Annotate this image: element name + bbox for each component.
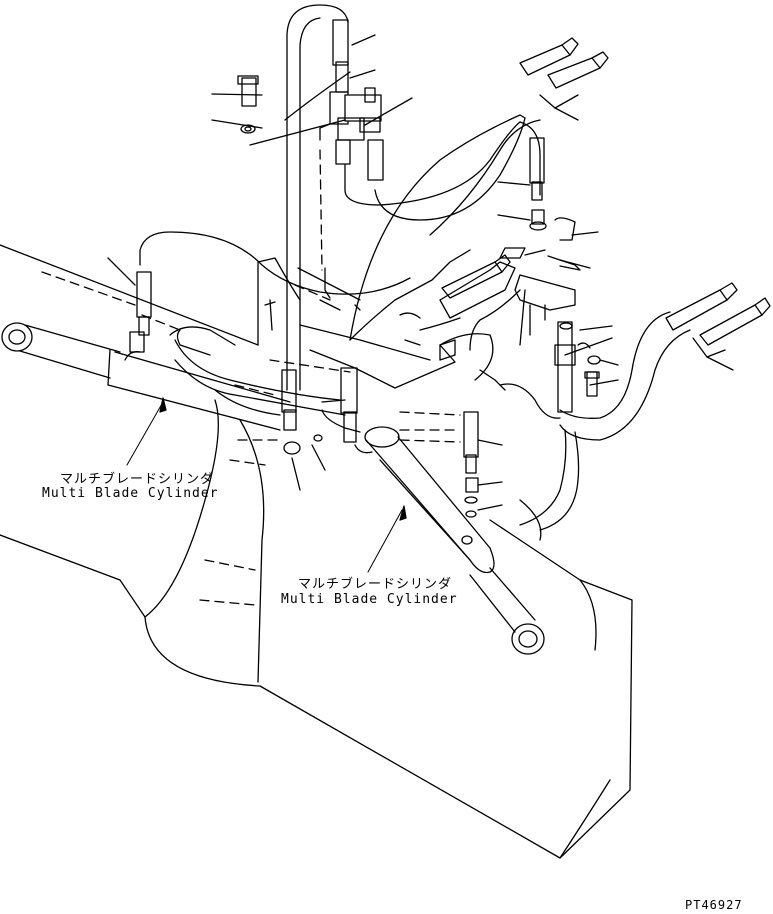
- right-cylinder: [321, 399, 545, 655]
- center-fittings: [136, 19, 601, 518]
- right-cylinder-label-jp: マルチブレードシリンダ: [298, 577, 453, 592]
- left-cylinder: [1, 322, 291, 431]
- left-cylinder-label-en: Multi Blade Cylinder: [42, 486, 219, 501]
- blade-body: [0, 244, 633, 859]
- callout-arrows: [126, 397, 407, 573]
- hose-end-fittings: [441, 37, 771, 346]
- frame-tube: [257, 4, 526, 391]
- leader-lines: [107, 34, 734, 511]
- drawing-code: PT46927: [685, 898, 743, 912]
- hidden-lines: [41, 149, 461, 466]
- left-cylinder-label-jp: マルチブレードシリンダ: [60, 472, 215, 487]
- right-cylinder-label-en: Multi Blade Cylinder: [281, 592, 458, 607]
- hoses: [139, 117, 691, 531]
